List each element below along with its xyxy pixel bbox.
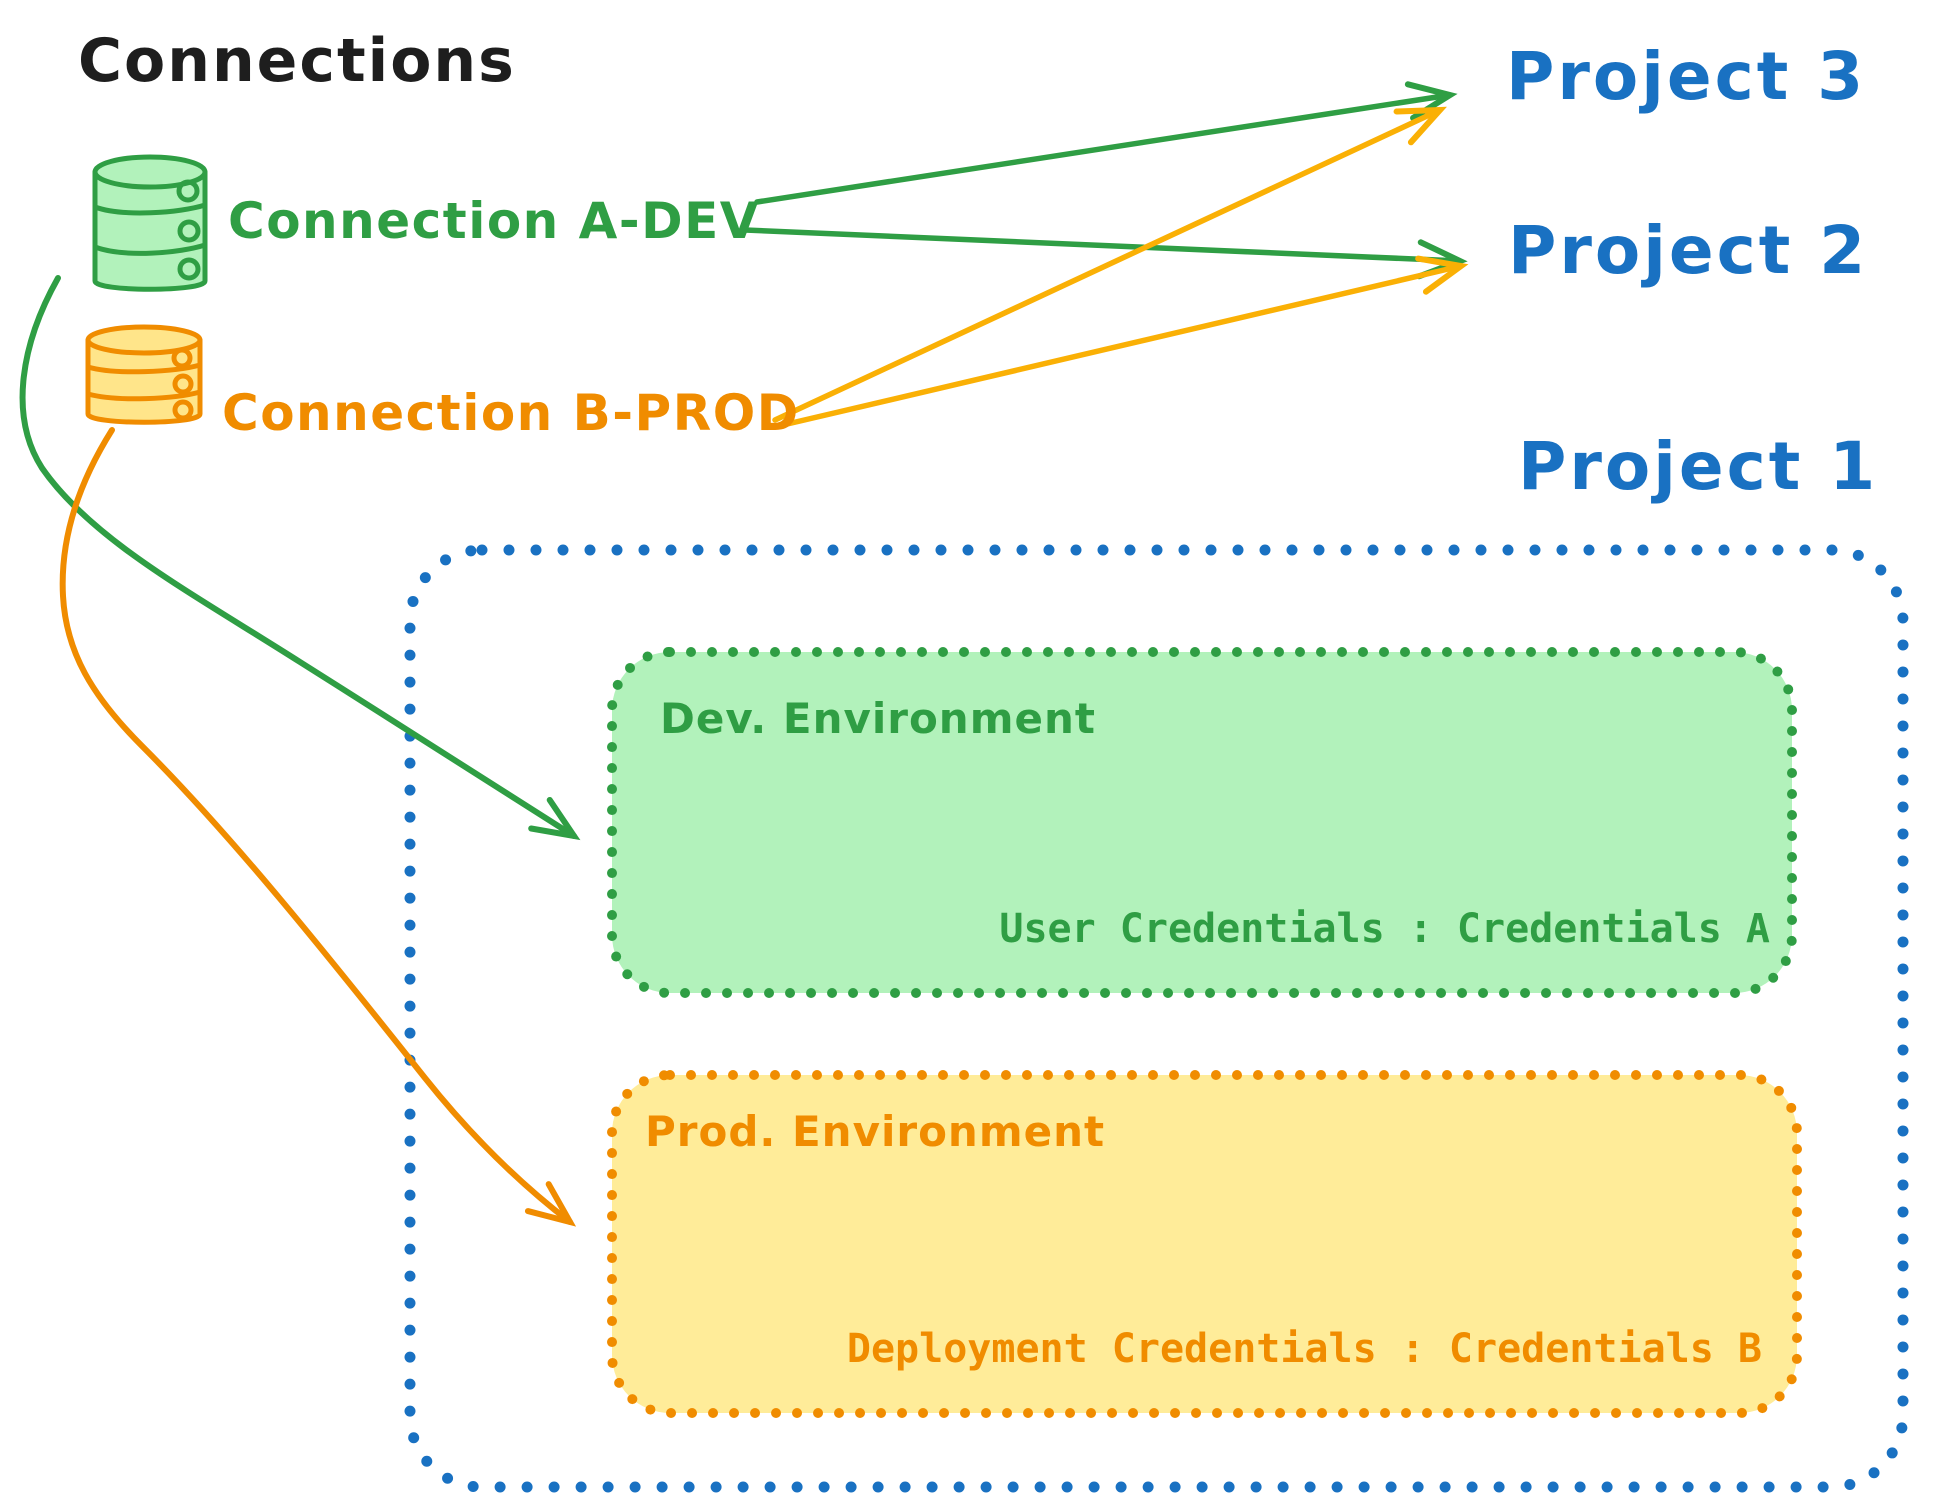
prod-environment-credentials: Deployment Credentials : Credentials B (846, 1326, 1762, 1372)
project-1-container (404, 544, 1909, 1493)
dev-environment-title: Dev. Environment (660, 694, 1096, 743)
dev-environment-credentials: User Credentials : Credentials A (999, 906, 1770, 952)
arrow-a-dev-to-dev-environment (19, 275, 581, 841)
database-icon-b-prod (85, 324, 203, 425)
arrow-a-dev-to-project-2 (742, 227, 1468, 280)
prod-environment-title: Prod. Environment (645, 1107, 1106, 1156)
arrow-b-prod-to-prod-environment (59, 427, 577, 1227)
arrow-a-dev-to-project-3 (754, 81, 1458, 205)
project-1-label: Project 1 (1518, 428, 1879, 505)
connection-b-prod-label: Connection B-PROD (222, 384, 800, 442)
project-2-label: Project 2 (1508, 212, 1869, 289)
dev-environment-box (607, 647, 1797, 998)
diagram-title: Connections (78, 26, 516, 96)
project-3-label: Project 3 (1506, 38, 1867, 115)
arrow-b-prod-to-project-3 (772, 106, 1447, 423)
arrow-b-prod-to-project-2 (780, 255, 1469, 428)
database-icon-a-dev (92, 154, 208, 292)
prod-environment-box (607, 1070, 1802, 1418)
connection-a-dev-label: Connection A-DEV (228, 192, 760, 250)
